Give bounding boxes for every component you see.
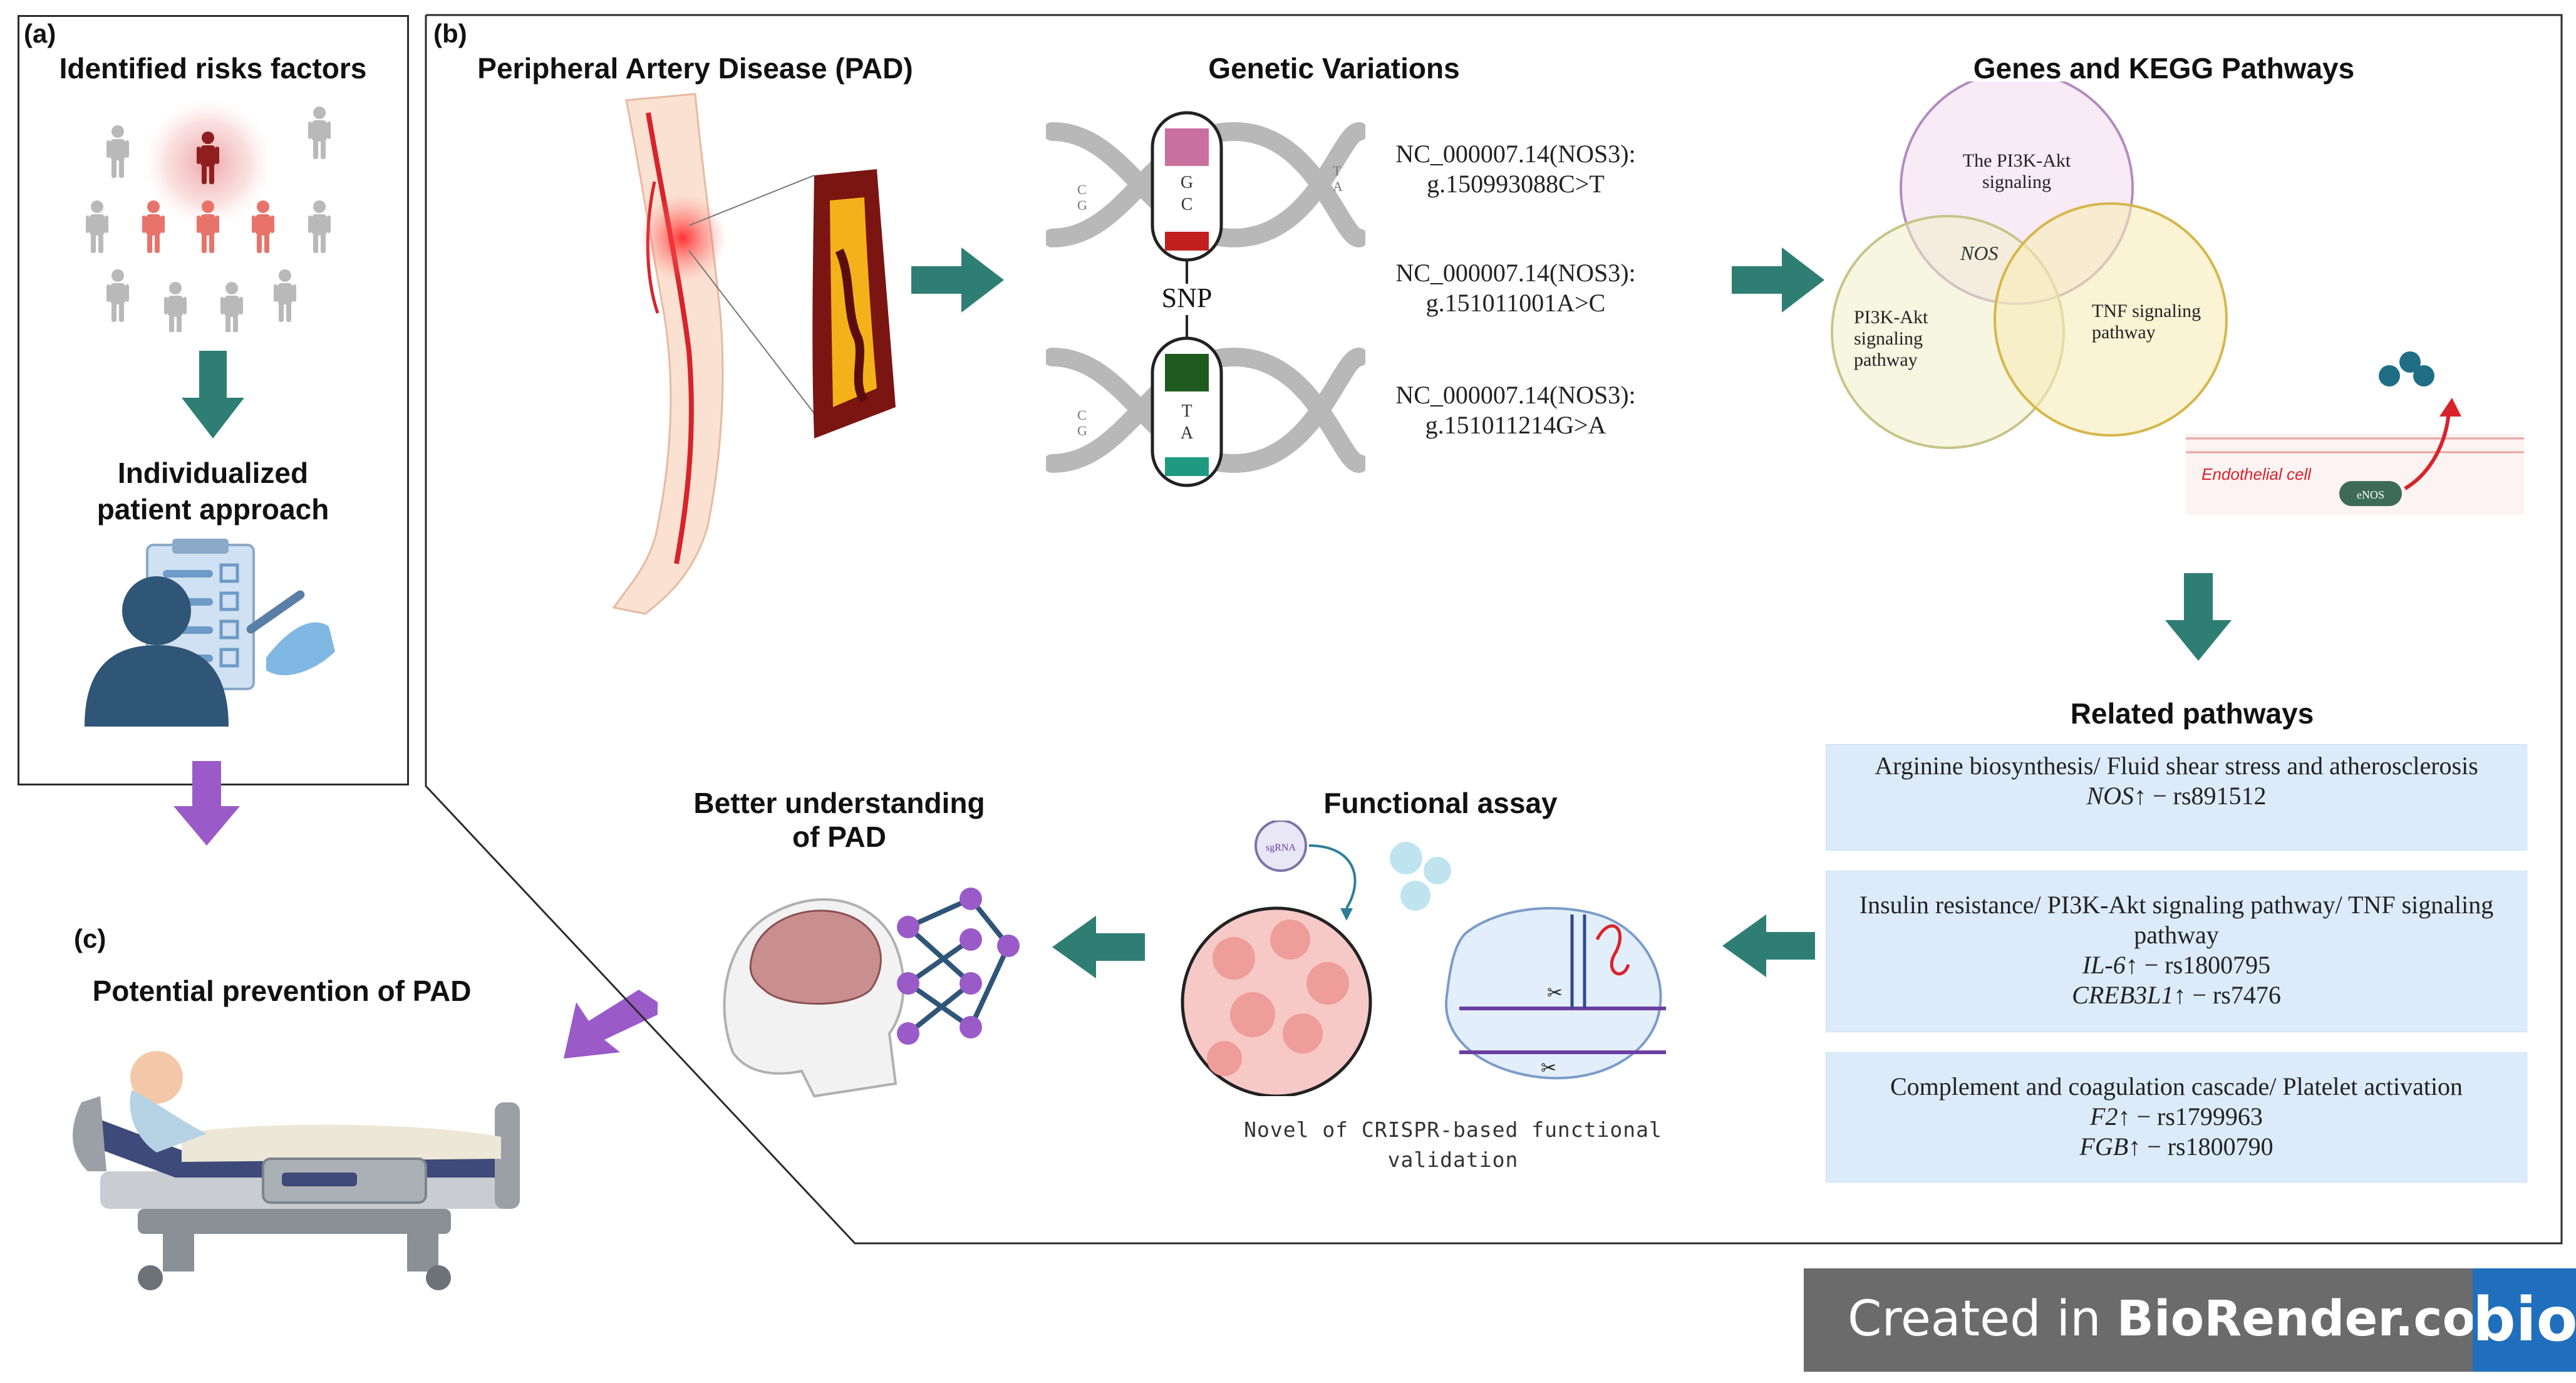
biorender-watermark[interactable]: Created in BioRender.com bio xyxy=(1804,1268,2576,1372)
snp-rs1800795: rs1800795 xyxy=(2165,951,2271,979)
panel-a-label: (a) xyxy=(24,19,56,48)
genetic-variations-title: Genetic Variations xyxy=(1208,52,1460,85)
individualized-title-line1: Individualized xyxy=(117,457,309,489)
panel-b-frame xyxy=(425,14,2563,1245)
crispr-caption: Novel of CRISPR-based functional validat… xyxy=(1244,1117,1662,1172)
snp-rs891512: rs891512 xyxy=(2173,782,2267,810)
venn-diagram: The PI3K-Akt signaling PI3K-Akt signalin… xyxy=(1831,81,2524,515)
dna-side-letter-2: G xyxy=(1077,197,1087,213)
gene-nos: NOS↑ xyxy=(2086,782,2147,810)
crispr-assay-illustration: sgRNA ✂ ✂ xyxy=(1181,821,1666,1096)
snp-label: SNP xyxy=(1162,282,1213,313)
variant-1-ref: NC_000007.14(NOS3): xyxy=(1395,140,1636,168)
genes-kegg-title: Genes and KEGG Pathways xyxy=(1973,52,2355,85)
enos-label: eNOS xyxy=(2357,489,2384,501)
down-arrow-icon xyxy=(2165,573,2232,661)
individualized-title-line2: patient approach xyxy=(96,493,329,526)
snp-rs1800790: rs1800790 xyxy=(2167,1132,2273,1161)
brain-network-illustration xyxy=(723,888,1020,1098)
pathway-box-3-title: Complement and coagulation cascade/ Plat… xyxy=(1890,1072,2463,1101)
dna-side-letter-3: T xyxy=(1333,163,1342,179)
patient-checklist-icon xyxy=(85,539,335,727)
venn-left-label: PI3K-Akt signaling pathway xyxy=(1854,307,1928,370)
risk-factors-title: Identified risks factors xyxy=(59,52,367,85)
dna-snp-illustration: G C SNP T A C G T A C G xyxy=(1046,111,1365,487)
dna-side-letter-6: G xyxy=(1077,423,1087,438)
venn-top-label: The PI3K-Akt signaling xyxy=(1962,150,2071,192)
variant-2: NC_000007.14(NOS3): g.151011001A>C xyxy=(1372,258,1660,318)
risk-factors-people-icon xyxy=(86,94,331,332)
gene-creb3l1: CREB3L1↑ xyxy=(2072,981,2186,1009)
gene-il6: IL-6↑ xyxy=(2082,951,2138,979)
snp-rs7476: rs7476 xyxy=(2212,981,2281,1009)
hospital-bed-icon xyxy=(73,1051,520,1290)
gene-fgb: FGB↑ xyxy=(2079,1132,2141,1161)
venn-right-label: TNF signaling pathway xyxy=(2092,301,2201,343)
svg-text:✂: ✂ xyxy=(1541,1058,1556,1079)
right-arrow-icon xyxy=(911,247,1004,313)
dna-side-letter-5: C xyxy=(1077,407,1087,423)
related-pathways-title: Related pathways xyxy=(2070,697,2314,730)
watermark-brand: BioRender.com xyxy=(2116,1291,2527,1347)
pathway-box-2: Insulin resistance/ PI3K-Akt signaling p… xyxy=(1826,871,2527,1032)
panel-c-label: (c) xyxy=(74,924,106,953)
variant-2-change: g.151011001A>C xyxy=(1425,289,1606,317)
better-understanding-title: Better understanding of PAD xyxy=(693,787,985,853)
left-arrow-icon xyxy=(1722,914,1815,977)
variant-2-ref: NC_000007.14(NOS3): xyxy=(1395,259,1636,287)
venn-center-label: NOS xyxy=(1960,242,1998,264)
dna-side-letter-4: A xyxy=(1333,179,1343,194)
leg-artery-illustration xyxy=(612,93,896,615)
right-arrow-icon xyxy=(1732,247,1824,313)
pathway-box-2-title: Insulin resistance/ PI3K-Akt signaling p… xyxy=(1859,891,2494,949)
endothelial-cell-label: Endothelial cell xyxy=(2201,465,2311,484)
down-arrow-icon xyxy=(182,351,244,438)
variant-1: NC_000007.14(NOS3): g.150993088C>T xyxy=(1372,139,1660,199)
variant-3-ref: NC_000007.14(NOS3): xyxy=(1395,381,1636,409)
purple-down-arrow-icon xyxy=(173,761,240,846)
panel-b-label: (b) xyxy=(433,19,467,48)
pathway-box-1-title: Arginine biosynthesis/ Fluid shear stres… xyxy=(1875,752,2478,780)
svg-text:✂: ✂ xyxy=(1547,983,1563,1003)
pathway-box-1: Arginine biosynthesis/ Fluid shear stres… xyxy=(1826,744,2527,851)
variant-1-change: g.150993088C>T xyxy=(1427,170,1605,198)
pad-title: Peripheral Artery Disease (PAD) xyxy=(477,52,913,85)
functional-assay-title: Functional assay xyxy=(1323,787,1558,819)
pathway-box-3: Complement and coagulation cascade/ Plat… xyxy=(1826,1052,2527,1183)
left-arrow-icon xyxy=(1052,916,1145,978)
dna-side-letter-1: C xyxy=(1077,182,1087,197)
biorender-logo-icon: bio xyxy=(2473,1268,2576,1372)
variant-3-change: g.151011214G>A xyxy=(1425,411,1606,439)
watermark-prefix: Created in xyxy=(1848,1291,2117,1347)
gene-f2: F2↑ xyxy=(2090,1102,2131,1131)
dna-bottom-letter-1: T xyxy=(1181,401,1192,421)
dna-bottom-letter-2: A xyxy=(1181,423,1194,443)
variant-3: NC_000007.14(NOS3): g.151011214G>A xyxy=(1372,380,1660,440)
dna-top-letter-1: G xyxy=(1181,173,1193,192)
prevention-title: Potential prevention of PAD xyxy=(92,975,472,1007)
snp-rs1799963: rs1799963 xyxy=(2157,1102,2263,1131)
dna-top-letter-2: C xyxy=(1181,195,1193,214)
virus-label: sgRNA xyxy=(1266,842,1296,853)
